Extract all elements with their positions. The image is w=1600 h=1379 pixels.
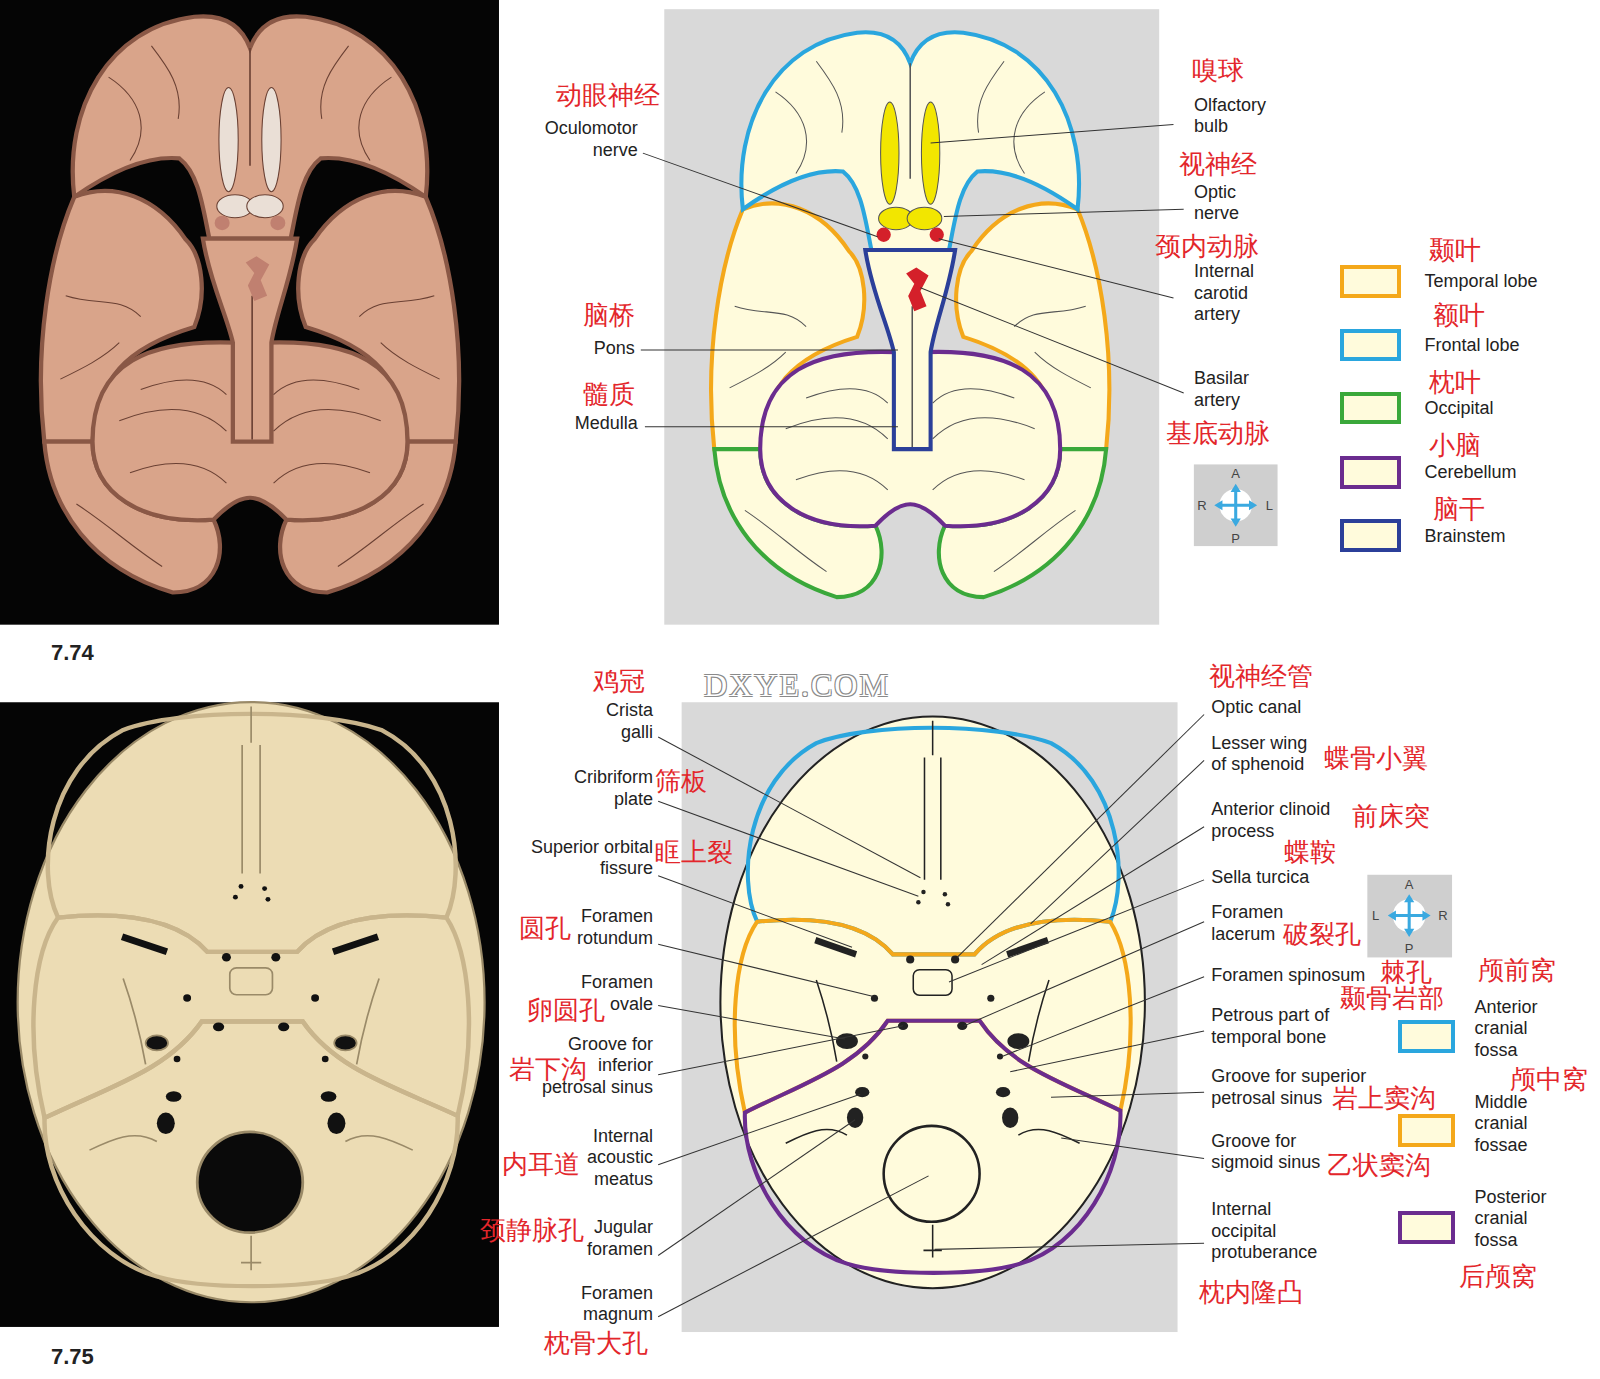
chinese-label: 前床突	[1352, 803, 1430, 829]
compass-letter: P	[1231, 531, 1240, 546]
legend-text: Brainstem	[1425, 526, 1506, 548]
legend-text: Occipital	[1425, 398, 1494, 420]
english-label: Lesser wing of sphenoid	[1211, 733, 1321, 776]
english-label: Petrous part of temporal bone	[1211, 1005, 1341, 1048]
chinese-label: 卵圆孔	[527, 997, 605, 1023]
legend-swatch	[1340, 329, 1401, 362]
chinese-label: 脑桥	[583, 302, 635, 328]
english-label: Optic nerve	[1194, 182, 1264, 225]
chinese-label: 额叶	[1433, 302, 1485, 328]
chinese-label: 后颅窝	[1459, 1263, 1537, 1289]
english-label: Basilar artery	[1194, 368, 1264, 411]
chinese-label: 蝶鞍	[1284, 839, 1336, 865]
chinese-label: 鸡冠	[593, 668, 645, 694]
english-label: Foramen lacerum	[1211, 902, 1291, 945]
english-label: Internal occipital protuberance	[1211, 1199, 1341, 1264]
legend-text: Middle cranial fossae	[1475, 1092, 1570, 1157]
watermark: DXYE.COM	[704, 667, 890, 704]
chinese-label: 动眼神经	[556, 82, 660, 108]
english-label: Internal acoustic meatus	[573, 1126, 653, 1191]
figure-number: 7.74	[51, 640, 94, 666]
chinese-label: 基底动脉	[1166, 420, 1270, 446]
english-label: Foramen rotundum	[563, 906, 653, 949]
chinese-label: 颞骨岩部	[1340, 985, 1444, 1011]
chinese-label: 髓质	[583, 381, 635, 407]
english-label: Jugular foramen	[573, 1217, 653, 1260]
chinese-label: 眶上裂	[655, 839, 733, 865]
chinese-label: 棘孔	[1380, 959, 1432, 985]
compass-letter: L	[1266, 498, 1273, 513]
chinese-label: 颈静脉孔	[480, 1217, 584, 1243]
compass-letter: P	[1405, 941, 1414, 956]
chinese-label: 枕内隆凸	[1199, 1279, 1303, 1305]
legend-swatch	[1340, 265, 1401, 298]
english-label: Cribriform plate	[558, 767, 653, 810]
chinese-label: 岩下沟	[509, 1056, 587, 1082]
legend-swatch	[1340, 392, 1401, 425]
compass-letter: R	[1197, 498, 1206, 513]
chinese-label: 蝶骨小翼	[1324, 745, 1428, 771]
chinese-label: 脑干	[1433, 496, 1485, 522]
chinese-label: 小脑	[1429, 432, 1481, 458]
chinese-label: 岩上窦沟	[1332, 1085, 1436, 1111]
legend-swatch	[1398, 1020, 1455, 1053]
chinese-label: 筛板	[655, 768, 707, 794]
english-label: Superior orbital fissure	[525, 837, 653, 880]
chinese-label: 颅前窝	[1478, 957, 1556, 983]
legend-text: Temporal lobe	[1425, 271, 1538, 293]
chinese-label: 枕骨大孔	[544, 1330, 648, 1356]
compass-letter: R	[1438, 908, 1447, 923]
english-label: Oculomotor nerve	[523, 118, 638, 161]
english-label: Medulla	[575, 413, 638, 435]
compass-letter: A	[1231, 466, 1240, 481]
english-label: Groove for sigmoid sinus	[1211, 1131, 1326, 1174]
english-label: Optic canal	[1211, 697, 1301, 719]
legend-text: Frontal lobe	[1425, 335, 1520, 357]
legend-text: Anterior cranial fossa	[1475, 997, 1570, 1062]
chinese-label: 视神经	[1179, 151, 1257, 177]
chinese-label: 颈内动脉	[1155, 233, 1259, 259]
english-label: Internal carotid artery	[1194, 261, 1274, 326]
chinese-label: 颞叶	[1429, 237, 1481, 263]
english-label: Crista galli	[593, 700, 653, 743]
legend-text: Cerebellum	[1425, 462, 1517, 484]
legend-text: Posterior cranial fossa	[1475, 1187, 1570, 1252]
compass-letter: A	[1405, 877, 1414, 892]
legend-swatch	[1340, 519, 1401, 552]
english-label: Pons	[594, 338, 635, 360]
compass-letter: L	[1372, 908, 1379, 923]
chinese-label: 乙状窦沟	[1327, 1152, 1431, 1178]
chinese-label: 枕叶	[1429, 369, 1481, 395]
chinese-label: 颅中窝	[1510, 1066, 1588, 1092]
chinese-label: 圆孔	[519, 915, 571, 941]
english-label: Foramen magnum	[568, 1283, 653, 1326]
english-label: Foramen spinosum	[1211, 965, 1365, 987]
figure-number: 7.75	[51, 1344, 94, 1370]
chinese-label: 内耳道	[502, 1151, 580, 1177]
english-label: Olfactory bulb	[1194, 95, 1289, 138]
legend-swatch	[1398, 1211, 1455, 1244]
chinese-label: 破裂孔	[1283, 921, 1361, 947]
chinese-label: 嗅球	[1192, 57, 1244, 83]
chinese-label: 视神经管	[1209, 663, 1313, 689]
english-label: Sella turcica	[1211, 867, 1309, 889]
english-label: Anterior clinoid process	[1211, 799, 1346, 842]
legend-swatch	[1398, 1114, 1455, 1147]
legend-swatch	[1340, 456, 1401, 489]
